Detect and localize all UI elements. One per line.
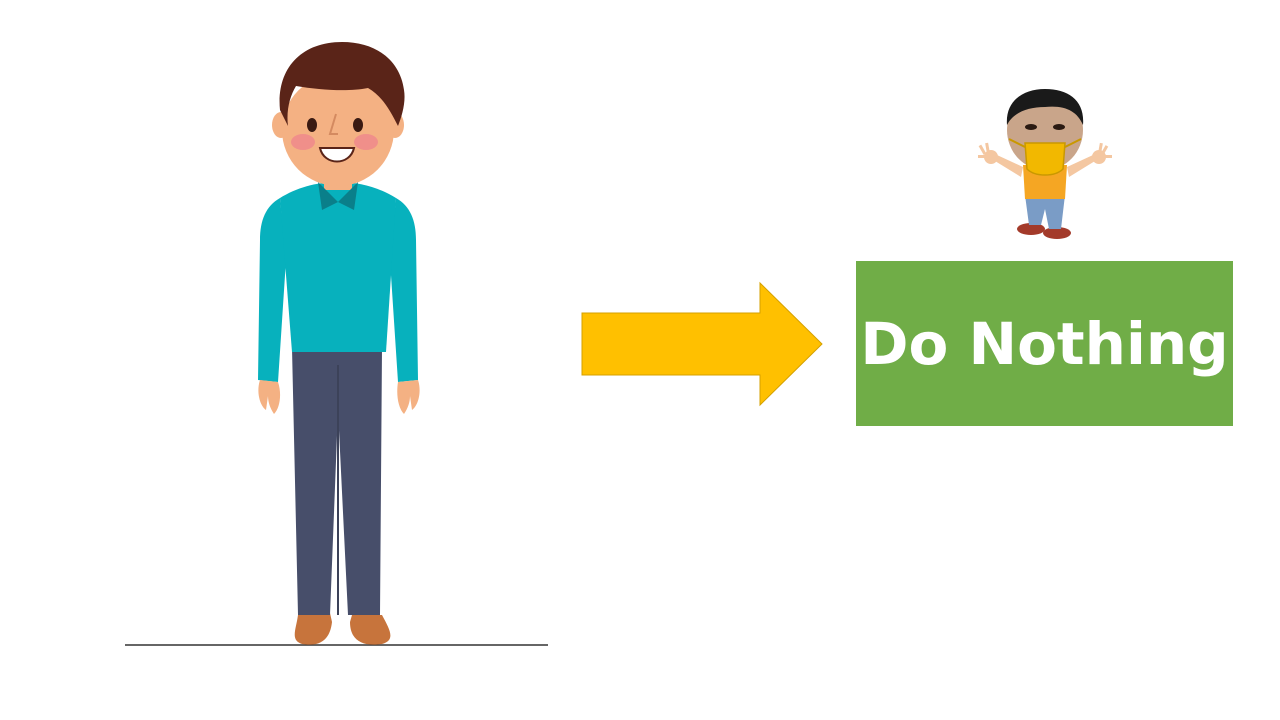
right-collar [338, 182, 358, 210]
arrow-shape [581, 281, 823, 407]
mascot-right-shoe [1043, 227, 1071, 239]
right-arrow-icon [581, 281, 823, 407]
mascot-hands [978, 142, 1112, 164]
right-eye [353, 118, 363, 132]
mascot-left-shoe [1017, 223, 1045, 235]
action-box: Do Nothing [856, 261, 1233, 426]
left-shoe [294, 613, 332, 645]
shirt [280, 182, 396, 352]
action-label: Do Nothing [860, 309, 1229, 378]
right-cheek [354, 134, 378, 150]
left-eye [307, 118, 317, 132]
standing-man-icon [125, 42, 548, 646]
left-hand [258, 380, 281, 414]
mascot-illustration [975, 85, 1115, 245]
mascot-mask [1024, 142, 1066, 176]
left-cheek [291, 134, 315, 150]
masked-man-mascot-icon [978, 89, 1112, 239]
smile [318, 147, 356, 163]
nose [328, 113, 338, 135]
right-hand [397, 380, 420, 414]
left-collar [318, 182, 338, 210]
mascot-jeans [1025, 195, 1065, 229]
right-arm [390, 198, 418, 382]
hair [279, 42, 405, 126]
mascot-hair [1006, 89, 1084, 125]
person-illustration [120, 30, 560, 660]
face [282, 74, 394, 186]
right-shoe [350, 615, 391, 645]
arrow [578, 280, 828, 410]
left-arm [258, 198, 286, 382]
trousers [292, 348, 382, 615]
